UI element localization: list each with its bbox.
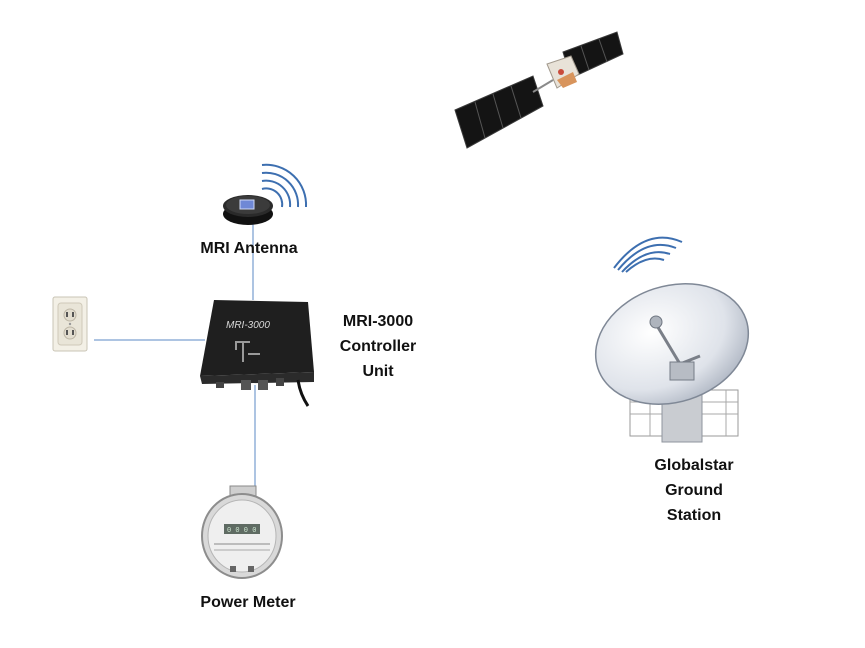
- outlet-icon: [52, 296, 88, 352]
- meter-icon: 0 0 0 0: [200, 484, 284, 580]
- dish-icon: [590, 278, 754, 444]
- controller-icon: MRI-3000: [196, 298, 320, 408]
- ground-station-label-line-2: Ground: [628, 478, 760, 503]
- controller-label-line-3: Unit: [318, 359, 438, 384]
- signal-waves-icon: [258, 155, 313, 210]
- svg-text:0 0 0 0: 0 0 0 0: [227, 527, 256, 535]
- ground-signal-waves-icon: [612, 232, 684, 272]
- satellite-icon: [453, 28, 625, 150]
- ground-station-label-line-1: Globalstar: [628, 453, 760, 478]
- controller-label-line-2: Controller: [318, 334, 438, 359]
- ground-station-label-line-3: Station: [628, 503, 760, 528]
- controller-label-line-1: MRI-3000: [318, 309, 438, 334]
- controller-device-text: MRI-3000: [226, 320, 270, 331]
- controller-label: MRI-3000 Controller Unit: [318, 309, 438, 384]
- ground-station-label: Globalstar Ground Station: [628, 453, 760, 528]
- meter-label: Power Meter: [178, 590, 318, 615]
- antenna-label: MRI Antenna: [185, 236, 313, 261]
